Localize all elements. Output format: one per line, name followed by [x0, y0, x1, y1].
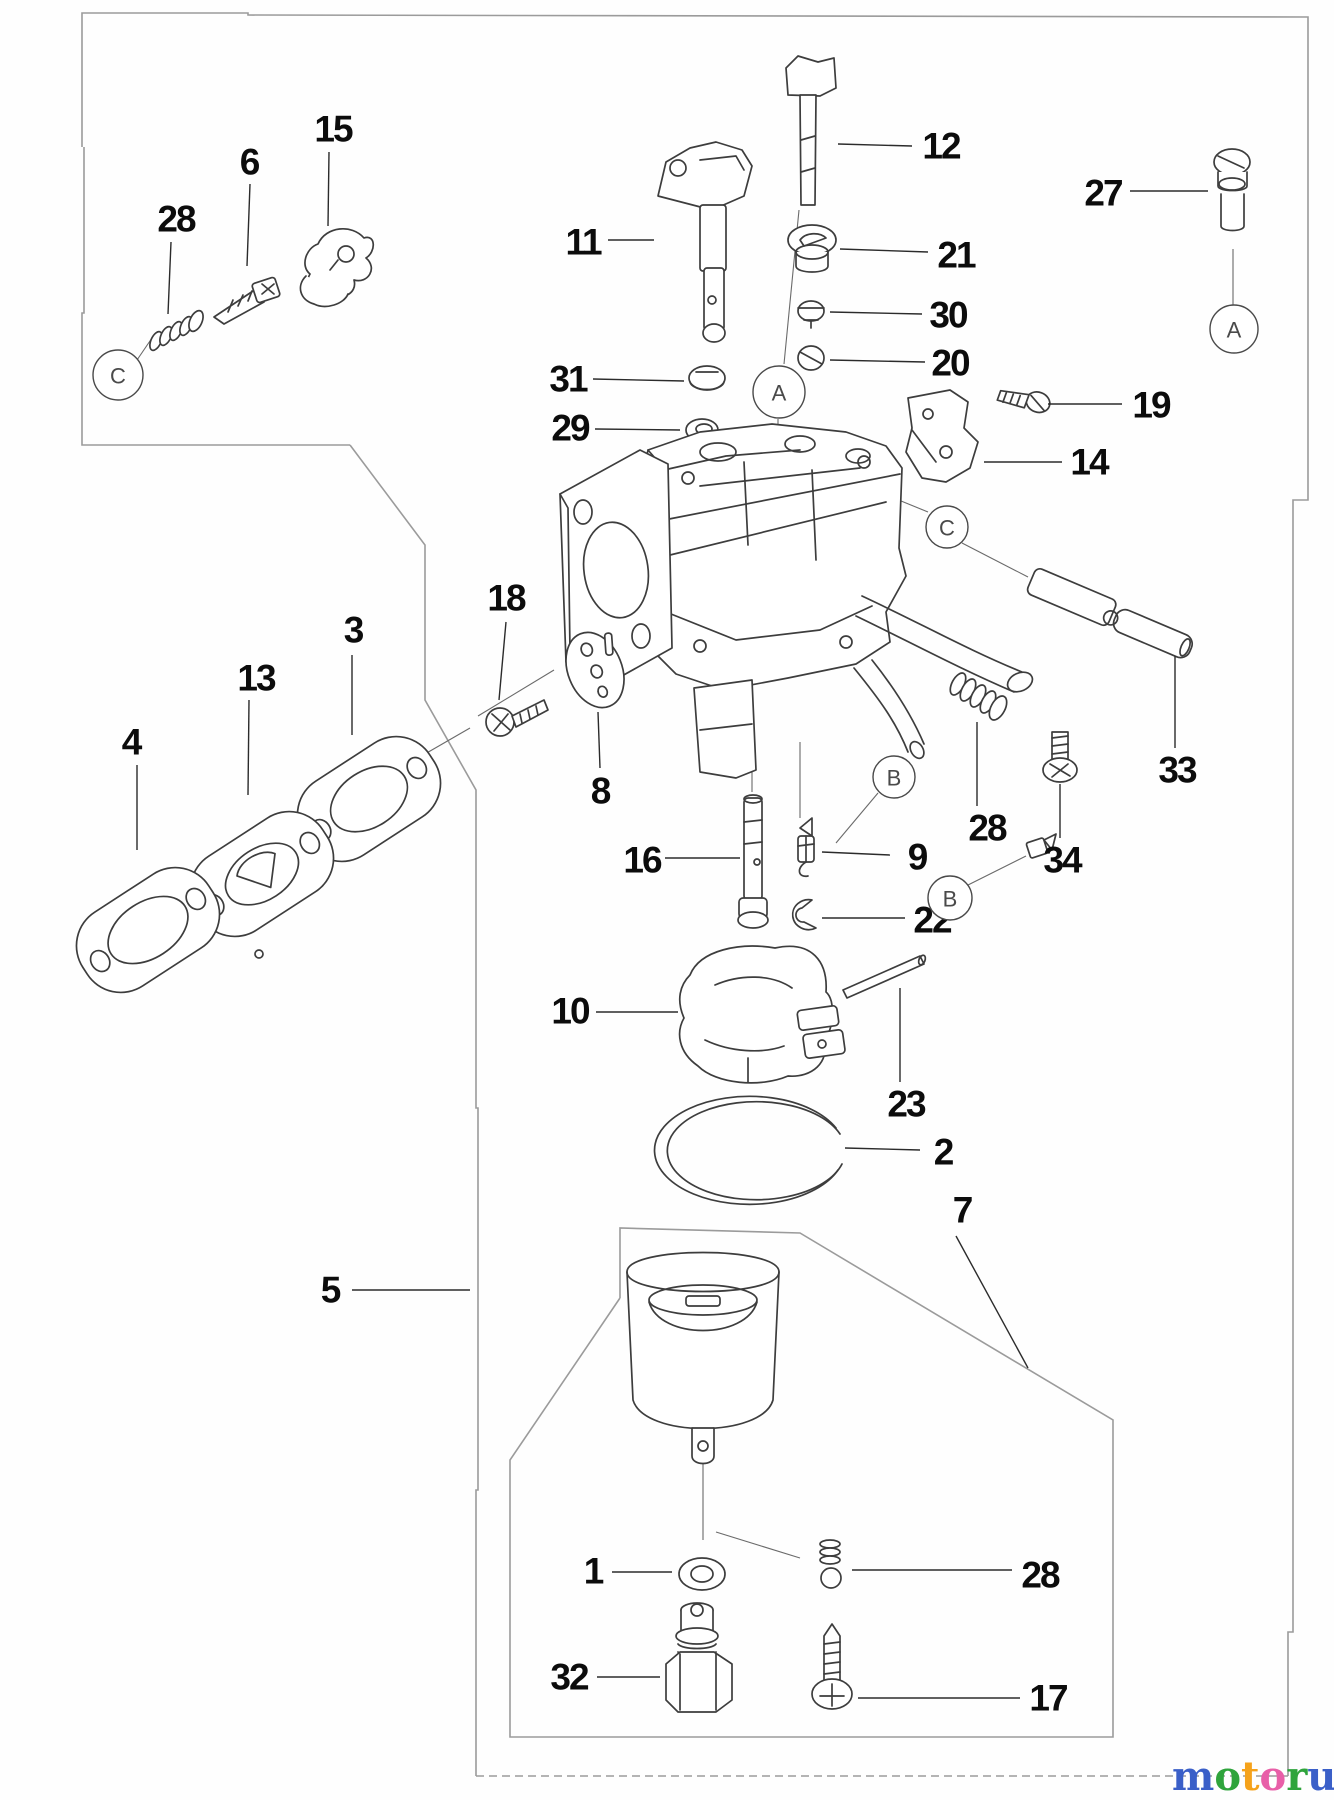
part-31-cup: [688, 365, 726, 391]
callout-leader-18-13: [498, 621, 507, 701]
callout-label-12-4: 12: [922, 126, 961, 167]
part-4-gasket: [75, 866, 221, 994]
part-carburetor-body: [559, 423, 1034, 779]
part-11-throttle-shaft: [657, 141, 753, 343]
callout-label-2-26: 2: [934, 1132, 954, 1173]
callout-label-15-2: 15: [314, 109, 353, 150]
part-21-cap: [787, 224, 837, 273]
ref-circle-B-4: [872, 755, 916, 799]
callout-label-18-13: 18: [487, 578, 526, 619]
part-16-main-nozzle: [737, 794, 769, 929]
callout-label-20-8: 20: [931, 343, 970, 384]
callout-leader-15-2: [327, 151, 330, 227]
diagram-border: [81, 12, 1309, 1777]
callout-label-32-31: 32: [550, 1657, 589, 1698]
callout-label-29-10: 29: [551, 408, 590, 449]
part-15-lever: [299, 227, 375, 308]
part-22-clip: [791, 898, 817, 931]
callout-leader-30-7: [829, 311, 923, 315]
callout-label-30-7: 30: [929, 295, 968, 336]
callout-leader-29-10: [594, 428, 681, 431]
part-19-screw: [996, 389, 1051, 414]
callout-leader-13-15: [247, 699, 250, 796]
part-14-bracket: [905, 389, 979, 483]
part-28-spring-middle: [949, 672, 1008, 721]
callout-label-28-30: 28: [1021, 1555, 1060, 1596]
callout-leader-20-8: [829, 359, 926, 363]
part-24-valve: [1025, 833, 1057, 859]
bowl-assembly-enclosure: [509, 1227, 1114, 1738]
ref-circle-A-2: [1209, 304, 1259, 354]
callout-label-16-18: 16: [623, 840, 662, 881]
callout-label-34-23: 34: [1043, 840, 1083, 881]
callout-leader-9-19: [821, 851, 891, 856]
callout-leader-31-9: [592, 378, 685, 382]
part-12-choke-shaft: [785, 55, 837, 206]
callout-leader-2-26: [844, 1147, 921, 1151]
part-10-float: [678, 945, 846, 1084]
part-7-float-bowl: [626, 1251, 780, 1465]
part-2-bowl-gasket: [653, 1095, 843, 1206]
callout-label-3-14: 3: [344, 610, 364, 651]
callout-label-4-16: 4: [122, 722, 143, 763]
part-27-screw: [1213, 148, 1251, 232]
part-34-screw: [1042, 731, 1078, 783]
ref-letter-A-1: A: [772, 381, 787, 406]
part-28-spring-topleft: [149, 309, 204, 352]
callout-label-11-3: 11: [565, 222, 602, 263]
callout-label-1-29: 1: [584, 1551, 604, 1592]
ref-letter-C-3: C: [939, 516, 955, 541]
callout-label-31-9: 31: [549, 359, 588, 400]
callout-label-28-0: 28: [157, 199, 196, 240]
callout-leader-12-4: [837, 143, 913, 147]
callout-leader-7-27: [955, 1235, 1029, 1369]
ref-circle-C-0: [92, 349, 144, 401]
part-3-gasket: [296, 735, 442, 863]
part-6-pilot-screw: [213, 276, 281, 325]
ref-circle-C-3: [925, 505, 969, 549]
ref-circle-B-5: [927, 875, 973, 921]
reference-marker-layer: C A A C B B: [92, 304, 1259, 921]
part-30-nut: [797, 300, 825, 329]
callout-leader-6-1: [246, 183, 251, 267]
part-17-bowl-screw: [811, 1623, 853, 1710]
part-20-disc: [797, 345, 825, 371]
callout-label-9-19: 9: [908, 837, 928, 878]
callout-label-14-12: 14: [1070, 442, 1110, 483]
callout-leader-28-0: [167, 241, 172, 315]
callout-label-6-1: 6: [240, 142, 260, 183]
callout-label-13-15: 13: [237, 658, 276, 699]
callout-label-10-24: 10: [551, 991, 590, 1032]
callout-label-23-25: 23: [887, 1084, 926, 1125]
part-1-washer: [678, 1557, 726, 1591]
part-32-drain-screw: [665, 1602, 733, 1713]
callout-label-19-11: 19: [1132, 385, 1171, 426]
callout-label-33-22: 33: [1158, 750, 1197, 791]
ref-letter-B-5: B: [943, 887, 958, 912]
ref-circle-A-1: [752, 365, 806, 419]
ref-letter-C-0: C: [110, 364, 126, 389]
callout-label-17-32: 17: [1029, 1678, 1067, 1719]
callout-label-28-21: 28: [968, 808, 1007, 849]
part-8-plate: [565, 631, 625, 709]
ref-letter-B-4: B: [887, 766, 902, 791]
watermark-motoruf: motoruf.de: [1172, 1753, 1334, 1800]
part-23-float-pin: [842, 954, 927, 999]
part-28-spring-bottom: [819, 1539, 842, 1589]
callout-label-27-5: 27: [1084, 173, 1122, 214]
part-9-float-valve: [797, 817, 815, 878]
callout-leader-8-17: [597, 711, 601, 769]
part-18-screw: [485, 699, 549, 737]
part-33-tube: [1026, 567, 1194, 659]
callout-label-8-17: 8: [591, 771, 611, 812]
callout-label-21-6: 21: [937, 235, 976, 276]
callout-label-5-28: 5: [321, 1270, 341, 1311]
callout-leader-21-6: [839, 248, 929, 253]
callout-label-7-27: 7: [953, 1190, 972, 1231]
ref-letter-A-2: A: [1227, 318, 1242, 343]
